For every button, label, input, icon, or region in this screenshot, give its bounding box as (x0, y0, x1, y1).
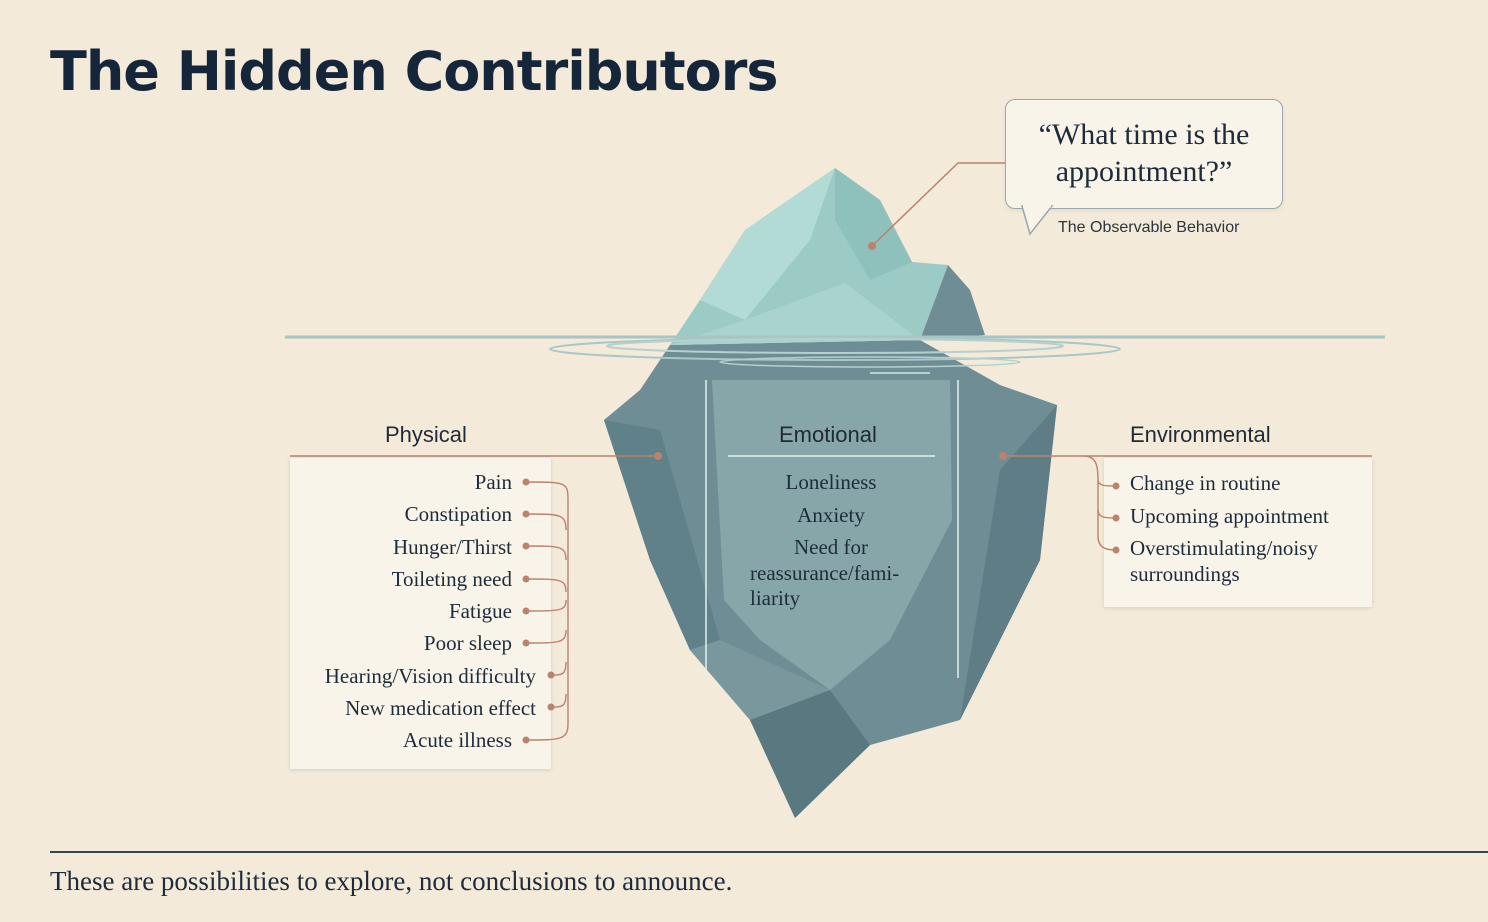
list-item: Anxiety (797, 502, 865, 527)
emotional-heading: Emotional (779, 422, 877, 447)
list-item: Change in routine (1130, 471, 1281, 495)
emotional-list: Loneliness Anxiety Need for reassurance/… (736, 470, 926, 619)
physical-card (290, 458, 551, 769)
footer-note: These are possibilities to explore, not … (50, 866, 733, 896)
bubble-connector (871, 162, 1006, 247)
list-item: reassurance/fami- (750, 560, 900, 585)
environmental-card (1104, 458, 1372, 607)
list-item: Pain (474, 470, 512, 494)
environmental-heading: Environmental (1130, 422, 1271, 447)
list-item: Hunger/Thirst (393, 534, 512, 559)
list-item: Hearing/Vision difficulty (324, 663, 536, 688)
list-item: Fatigue (449, 599, 512, 624)
list-item: New medication effect (345, 696, 536, 721)
list-item: liarity (750, 586, 801, 610)
list-item: Poor sleep (423, 631, 512, 656)
list-item: Constipation (404, 502, 512, 527)
physical-list: Pain Constipation Hunger/Thirst Toiletin… (290, 466, 536, 757)
page-title: The Hidden Contributors (50, 40, 778, 103)
emotional-panel (712, 380, 952, 690)
list-item: surroundings (1130, 561, 1240, 586)
behavior-quote: “What time is the appointment?” (1038, 118, 1250, 188)
list-item: Toileting need (391, 566, 512, 591)
bubble-caption: The Observable Behavior (1058, 219, 1240, 236)
list-item: Need for (793, 535, 869, 559)
environmental-list: Change in routine Upcoming appointment O… (1130, 471, 1365, 594)
list-item: Loneliness (785, 470, 877, 494)
speech-bubble: “What time is the appointment?” (1005, 99, 1283, 209)
list-item: Upcoming appointment (1130, 503, 1329, 528)
footer-divider (50, 851, 1488, 853)
physical-heading: Physical (385, 422, 467, 447)
list-item: Overstimulating/noisy (1130, 536, 1318, 560)
list-item: Acute illness (402, 728, 512, 753)
